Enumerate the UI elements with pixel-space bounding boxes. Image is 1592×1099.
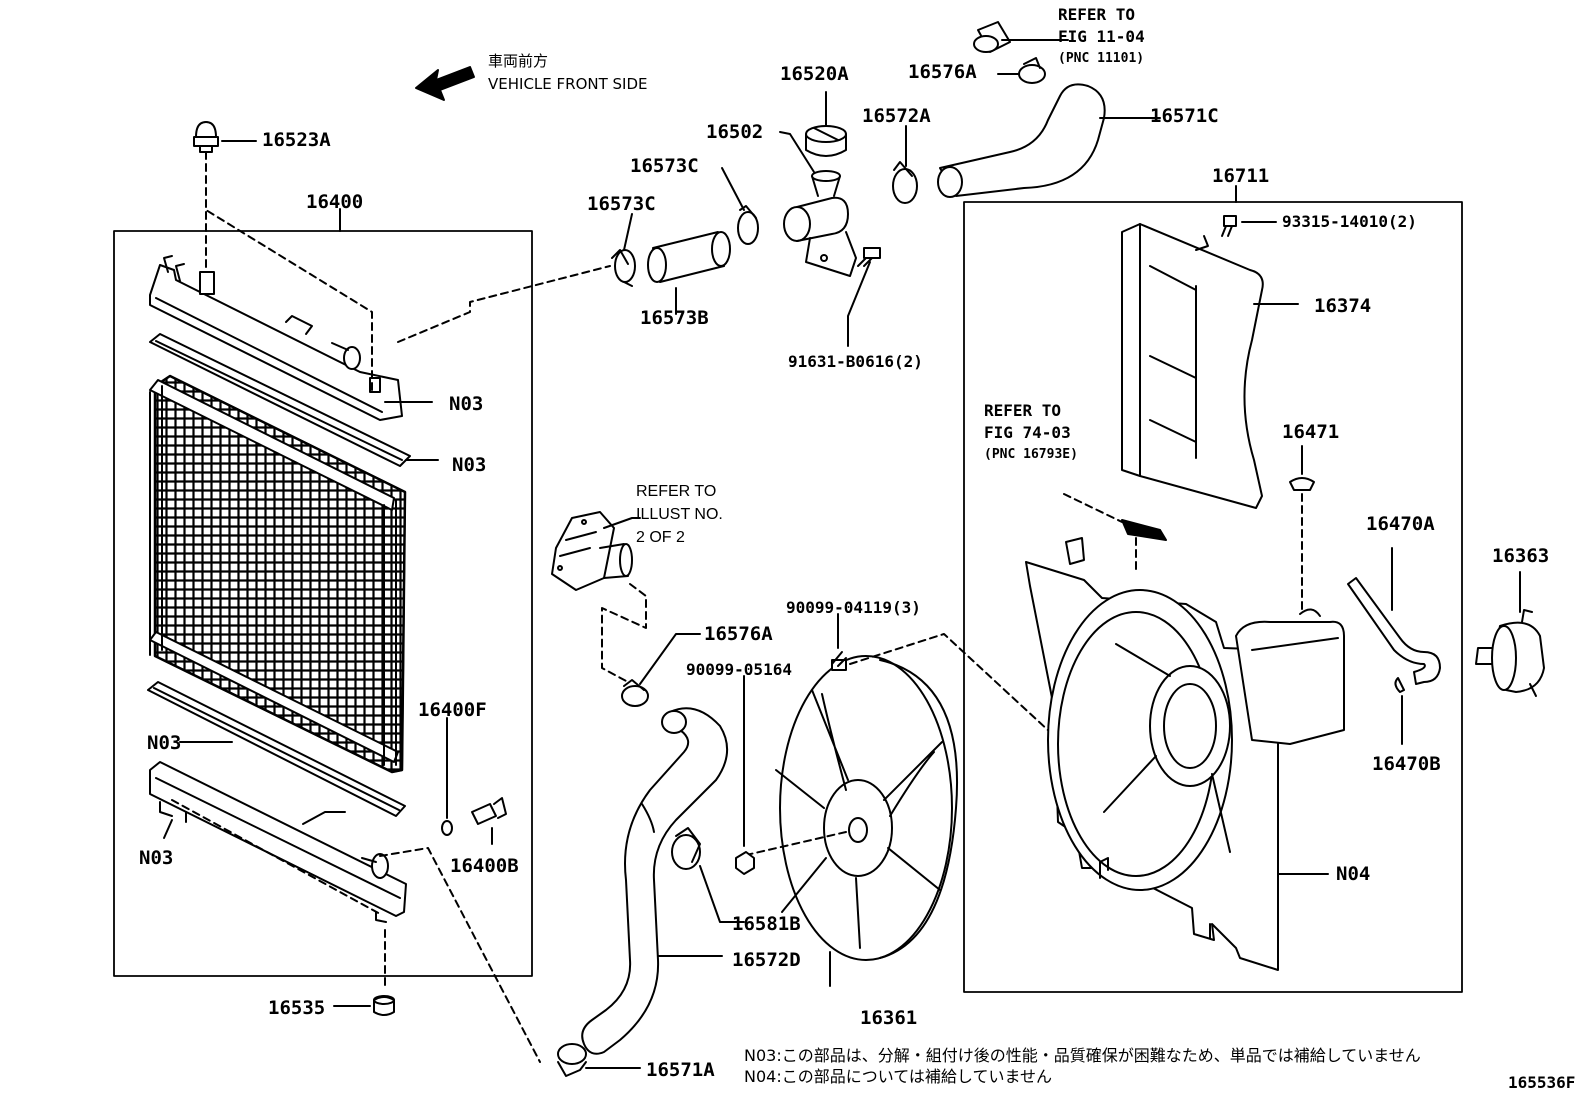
label-16571A: 16571A <box>646 1059 715 1081</box>
label-16523A: 16523A <box>262 129 331 151</box>
label-16400F: 16400F <box>418 699 487 721</box>
label-16573C-b: 16573C <box>630 155 699 177</box>
baffle-16374 <box>1121 223 1299 509</box>
overflow-hose-16470A <box>1347 547 1441 685</box>
refer-fig-11-04-line3: (PNC 11101) <box>1058 51 1145 66</box>
refer-illust-2-of-2: REFER TO ILLUST NO. 2 OF 2 <box>636 480 723 549</box>
radiator-cap-16520A <box>805 91 847 157</box>
refer-fig-11-04-line1: REFER TO <box>1058 5 1136 24</box>
clamp-16576A-b <box>621 633 701 707</box>
note-n03: N03:この部品は、分解・組付け後の性能・品質確保が困難なため、単品では補給して… <box>744 1046 1421 1065</box>
label-16573C-a: 16573C <box>587 193 656 215</box>
clamp-16571A <box>557 1043 641 1077</box>
lower-gasket-n03 <box>147 681 406 817</box>
clamp-16470B <box>1394 677 1405 745</box>
clamp-16572A <box>892 125 918 204</box>
drain-plug-16400B <box>471 797 507 845</box>
cap-16471 <box>1289 445 1315 611</box>
label-16363: 16363 <box>1492 545 1550 567</box>
bolt-93315-14010 <box>1221 215 1277 237</box>
radiator-core <box>149 374 407 774</box>
shroud-group-box <box>963 201 1463 993</box>
cooling-fan-16361 <box>741 655 958 987</box>
label-91631-B0616: 91631-B0616(2) <box>788 352 923 371</box>
hose-16571C <box>937 83 1161 198</box>
label-90099-05164: 90099-05164 <box>686 660 792 679</box>
label-93315-14010: 93315-14010(2) <box>1282 212 1417 231</box>
cushion-16535 <box>333 995 395 1016</box>
bolt-90099-04119 <box>831 613 1051 733</box>
radiator-group-box <box>113 230 533 977</box>
label-16572D: 16572D <box>732 949 801 971</box>
refer-illust-line3: 2 OF 2 <box>636 529 685 546</box>
label-16576A-upper: 16576A <box>908 61 977 83</box>
refer-fig-11-04-line2: FIG 11-04 <box>1058 27 1145 46</box>
label-n03-upper-gasket: N03 <box>452 454 487 476</box>
refer-illust-line1: REFER TO <box>636 483 717 500</box>
label-90099-04119: 90099-04119(3) <box>786 598 921 617</box>
refer-fig-74-03-line2: FIG 74-03 <box>984 423 1071 442</box>
label-16581B: 16581B <box>732 913 801 935</box>
refer-fig-74-03-line1: REFER TO <box>984 401 1062 420</box>
label-16576A-lower: 16576A <box>704 623 773 645</box>
label-n03-upper-tank: N03 <box>449 393 484 415</box>
label-16400: 16400 <box>306 191 364 213</box>
refer-illust-line2: ILLUST NO. <box>636 506 723 523</box>
label-n04: N04 <box>1336 863 1371 885</box>
front-arrow-icon <box>415 66 475 101</box>
fan-motor-16363 <box>1475 571 1545 697</box>
label-16470B: 16470B <box>1372 753 1441 775</box>
radiator-upper-tank <box>149 255 433 421</box>
label-16535: 16535 <box>268 997 326 1019</box>
radiator-lower-tank <box>149 761 407 923</box>
filler-neck-16502 <box>779 131 857 277</box>
water-inlet-housing <box>551 511 641 591</box>
clamp-16581B <box>671 827 745 923</box>
label-16711: 16711 <box>1212 165 1270 187</box>
fan-shroud-n04 <box>1025 537 1345 971</box>
label-16374: 16374 <box>1314 295 1372 317</box>
label-16470A: 16470A <box>1366 513 1435 535</box>
clamp-16573C-a <box>611 213 636 287</box>
upper-gasket-n03 <box>149 333 439 467</box>
label-16361: 16361 <box>860 1007 918 1029</box>
label-16571C: 16571C <box>1150 105 1219 127</box>
o-ring-16400F <box>441 717 453 836</box>
label-n03-lower-tank: N03 <box>139 847 174 869</box>
direction-en: VEHICLE FRONT SIDE <box>488 75 648 93</box>
nut-90099-05164 <box>735 675 755 875</box>
clamp-16573C-b <box>721 167 759 245</box>
refer-fig-74-03-line3: (PNC 16793E) <box>984 447 1078 462</box>
note-n04: N04:この部品については補給していません <box>744 1067 1052 1086</box>
hose-16572D <box>581 707 728 1055</box>
direction-jp: 車両前方 <box>488 52 549 70</box>
label-16502: 16502 <box>706 121 764 143</box>
label-16573B: 16573B <box>640 307 709 329</box>
bolt-91631-B0616 <box>847 247 881 347</box>
refer-fig-11-04: REFER TO FIG 11-04 (PNC 11101) <box>1058 4 1145 70</box>
clamp-16576A-a <box>997 57 1046 84</box>
label-16520A: 16520A <box>780 63 849 85</box>
label-n03-lower-gasket: N03 <box>147 732 182 754</box>
radiator-cap-16523A <box>193 121 257 269</box>
label-16471: 16471 <box>1282 421 1340 443</box>
label-16572A: 16572A <box>862 105 931 127</box>
figure-number: 165536F <box>1508 1073 1576 1092</box>
label-16400B: 16400B <box>450 855 519 877</box>
hose-end-upper <box>973 21 1069 53</box>
refer-fig-74-03: REFER TO FIG 74-03 (PNC 16793E) <box>984 400 1078 466</box>
hose-16573B <box>647 231 731 315</box>
